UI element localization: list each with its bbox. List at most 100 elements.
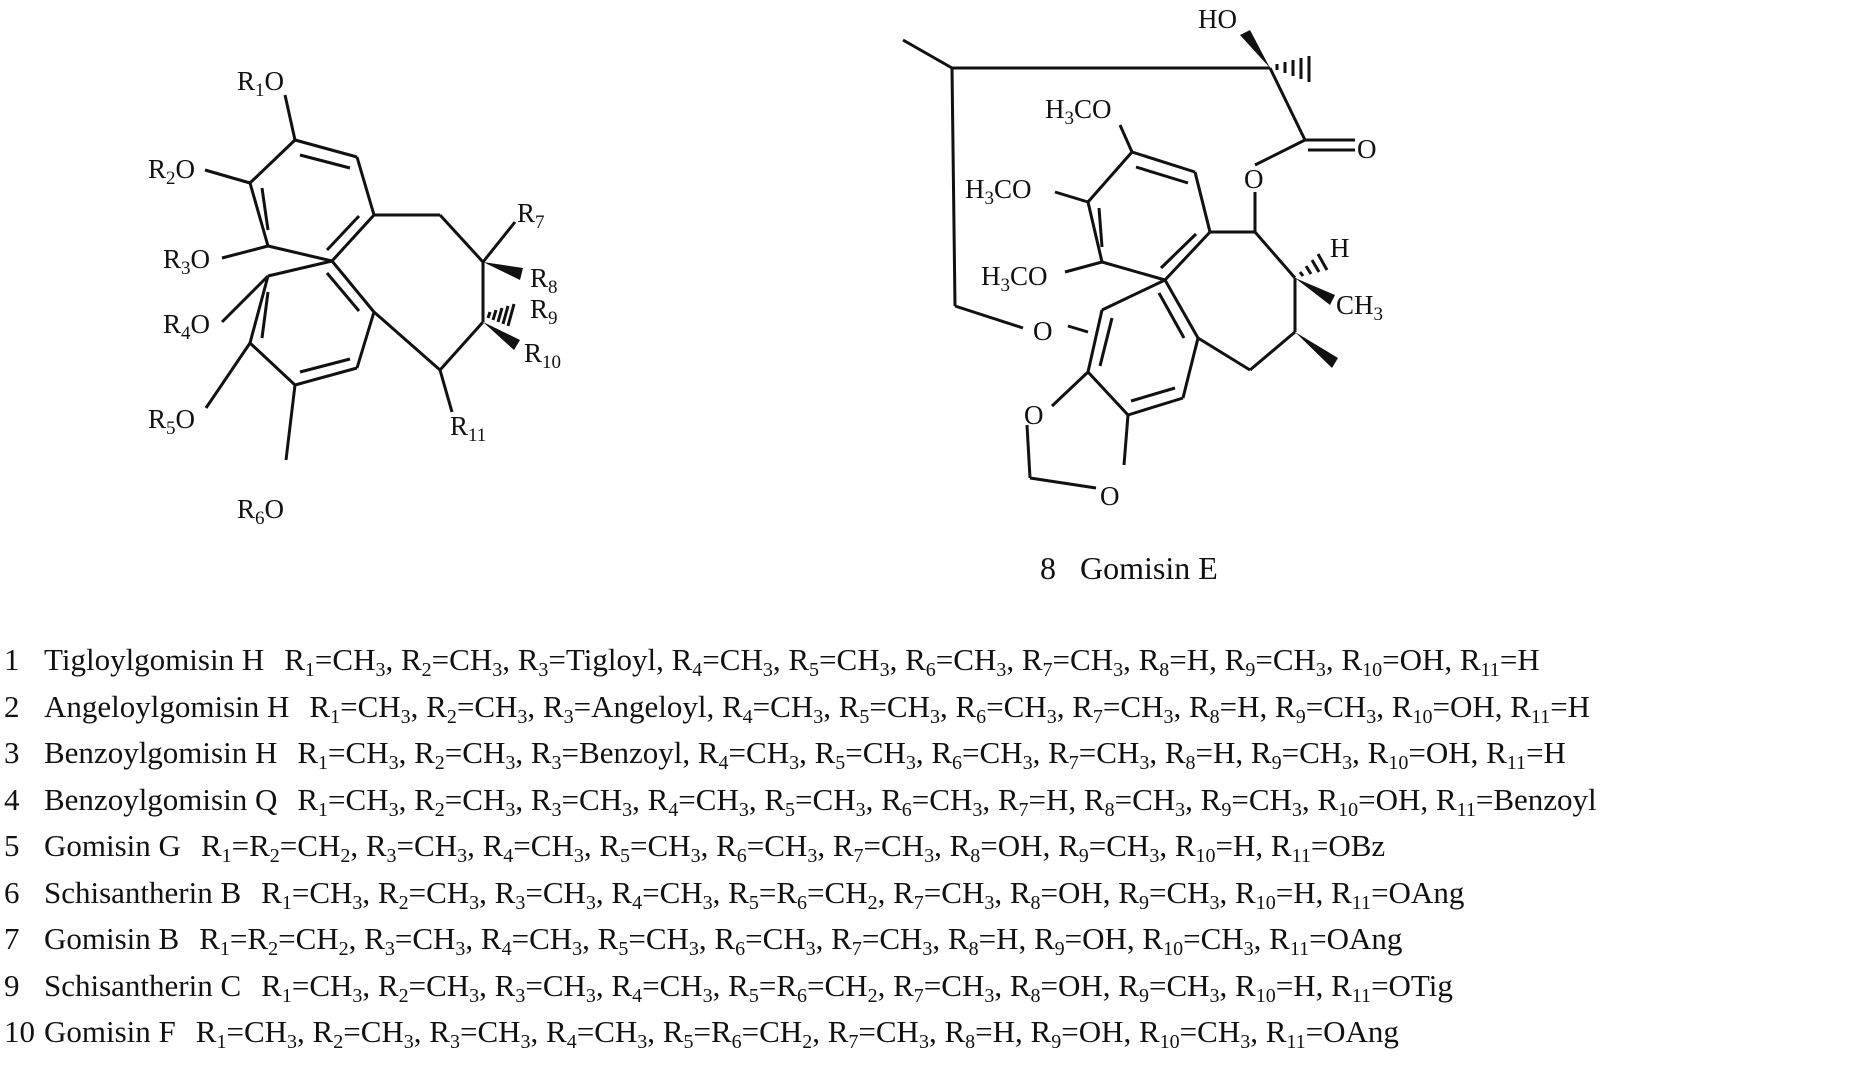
bond — [950, 67, 957, 307]
bond — [248, 182, 270, 247]
compound-substituents: R1=CH3, R2=CH3, R3=CH3, R4=CH3, R5=R6=CH… — [261, 874, 1465, 914]
hash-bond — [1275, 56, 1311, 82]
compound-substituents: R1=CH3, R2=CH3, R3=CH3, R4=CH3, R5=R6=CH… — [195, 1014, 1399, 1053]
ch3-label: CH3 — [1336, 290, 1383, 325]
compound-number: 2 — [4, 688, 20, 724]
bond — [248, 341, 297, 387]
bond — [1157, 292, 1186, 339]
bond — [481, 221, 517, 263]
carbonyl-o-label: O — [1357, 134, 1377, 164]
bond — [1159, 232, 1198, 270]
bond — [325, 214, 361, 252]
bond — [438, 369, 454, 413]
compound-substituents: R1=CH3, R2=CH3, R3=CH3, R4=CH3, R5=R6=CH… — [261, 967, 1453, 1007]
bond — [1135, 165, 1189, 185]
compound-number: 3 — [4, 735, 20, 770]
bond — [373, 310, 441, 372]
compound-number: 9 — [4, 967, 20, 1003]
r1o-label: R1O — [237, 66, 284, 101]
bond — [1193, 171, 1212, 233]
bond — [1118, 124, 1134, 153]
compound-substituents: R1=CH3, R2=CH3, R3=Tigloyl, R4=CH3, R5=C… — [284, 642, 1540, 681]
dioxole-o-label-1: O — [1024, 400, 1044, 430]
bond — [1067, 324, 1089, 334]
compound-number: 10 — [4, 1014, 35, 1049]
r3o-label: R3O — [163, 244, 210, 279]
bond — [330, 213, 376, 263]
r10-label: R10 — [524, 338, 561, 373]
compound-name: Benzoylgomisin Q — [44, 781, 278, 817]
och3-label-1: H3CO — [1045, 94, 1112, 129]
bond — [1064, 260, 1103, 274]
bond — [954, 304, 1024, 330]
bond — [438, 213, 485, 264]
compound-substituents: R1=R2=CH2, R3=CH3, R4=CH3, R5=CH3, R6=CH… — [199, 921, 1403, 960]
ester-o-label: O — [1244, 164, 1264, 194]
dioxole-o-label-2: O — [1100, 481, 1120, 511]
r9-label: R9 — [530, 294, 558, 329]
bond — [1249, 330, 1296, 372]
compound-name: Gomisin G — [44, 828, 181, 863]
compound-name: Angeloylgomisin H — [44, 688, 290, 724]
bond — [1086, 201, 1104, 263]
bond — [267, 244, 333, 263]
compound-name: Schisantherin B — [44, 874, 242, 910]
left-scaffold-structure: R1O R2O R3O R4O R5O R6O R7 R8 R9 R10 R11 — [148, 66, 561, 529]
ether-o-label: O — [1033, 316, 1053, 346]
bond — [1101, 278, 1166, 312]
bond — [248, 138, 297, 185]
r5o-label: R5O — [148, 404, 195, 439]
wedge-bond — [1295, 332, 1338, 368]
bond — [267, 259, 333, 278]
bond — [902, 38, 953, 70]
hash-bond — [1298, 253, 1329, 277]
wedge-bond — [1295, 278, 1335, 305]
ho-label: HO — [1198, 4, 1237, 34]
compound-row: 9 Schisantherin C R1=CH3, R2=CH3, R3=CH3, … — [0, 963, 1850, 1010]
bond — [204, 342, 252, 409]
wedge-bond — [483, 322, 520, 350]
compound-row: 7 Gomisin B R1=R2=CH2, R3=CH3, R4=CH3, R5=… — [0, 916, 1850, 963]
bond — [1054, 190, 1089, 204]
bond — [355, 311, 376, 369]
r11-label: R11 — [450, 411, 486, 446]
compound-name: Tigloylgomisin H — [44, 642, 265, 677]
bond — [1050, 370, 1090, 408]
bond — [1122, 414, 1130, 466]
bond — [284, 384, 297, 461]
wedge-bond — [483, 262, 523, 280]
compound-name: Gomisin B — [44, 921, 180, 956]
compound-substituents: R1=R2=CH2, R3=CH3, R4=CH3, R5=CH3, R6=CH… — [200, 828, 1386, 867]
bond — [1131, 150, 1196, 174]
compound-number: 5 — [4, 828, 20, 863]
bond — [1127, 396, 1184, 417]
bond — [299, 357, 351, 374]
och3-label-3: H3CO — [981, 261, 1048, 296]
bond — [1163, 279, 1200, 339]
gomisin-e-structure: HO H3CO H3CO H3CO O O O O O H CH3 — [902, 4, 1383, 511]
bond — [1086, 370, 1130, 417]
r4o-label: R4O — [163, 309, 210, 344]
bond — [294, 138, 358, 159]
h-label: H — [1330, 233, 1350, 263]
compound-name: Gomisin F — [44, 1014, 176, 1049]
compound-name: Schisantherin C — [44, 967, 242, 1003]
bond — [299, 153, 351, 170]
bond — [294, 366, 358, 387]
bond — [248, 275, 270, 344]
bond — [325, 272, 361, 312]
bond — [1025, 424, 1032, 479]
bond — [355, 156, 376, 216]
bond — [1130, 386, 1176, 403]
bond — [221, 244, 269, 260]
bond — [1197, 336, 1251, 372]
compound-number: 7 — [4, 921, 20, 956]
bond — [1086, 151, 1134, 203]
